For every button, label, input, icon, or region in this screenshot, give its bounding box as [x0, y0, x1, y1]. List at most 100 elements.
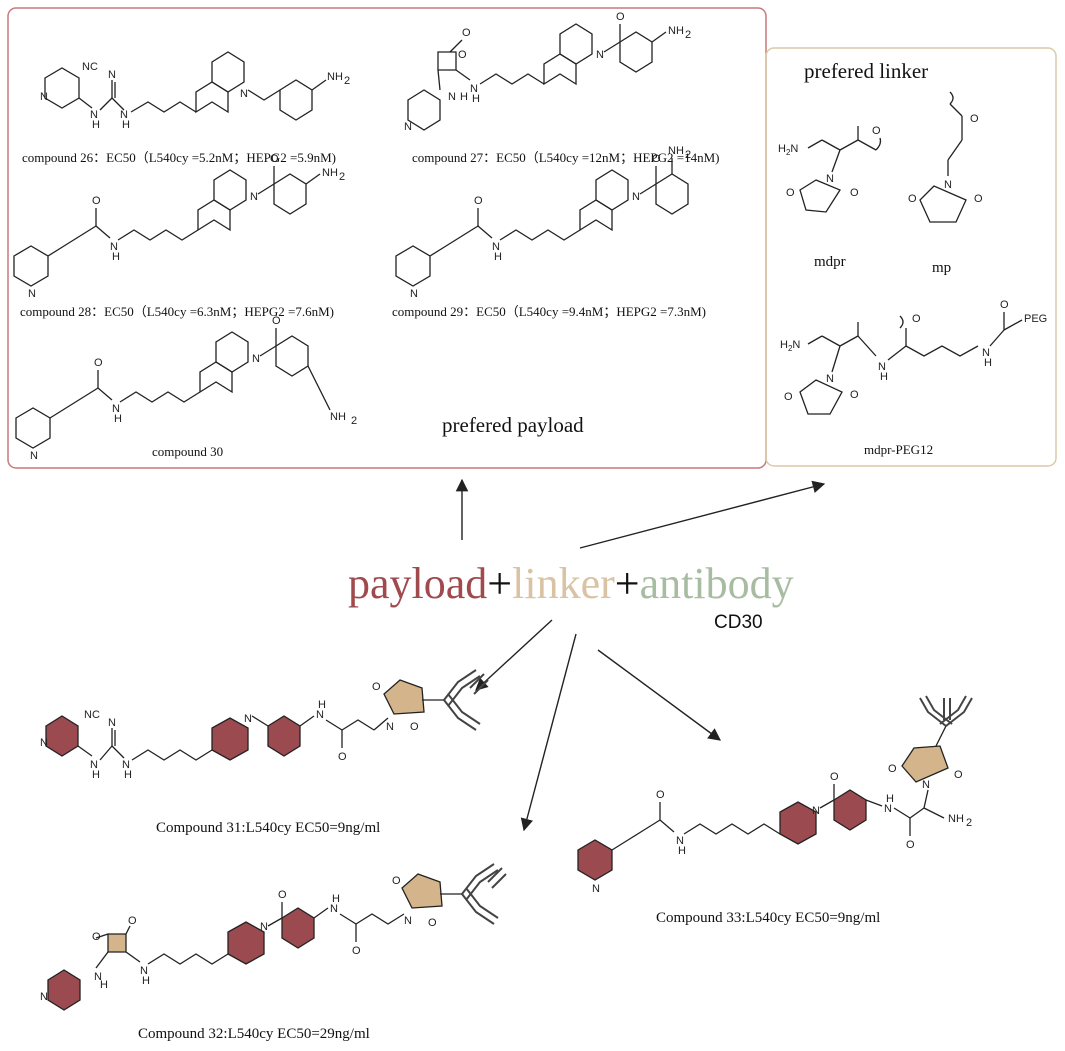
- svg-text:NH: NH: [322, 167, 338, 179]
- compound-28-label: compound 28：EC50（L540cy =6.3nM；HEPG2 =7.…: [20, 304, 334, 320]
- svg-text:N: N: [812, 805, 820, 817]
- mp-structure: O N O O: [908, 91, 983, 223]
- compound-27-label: compound 27：EC50（L540cy =12nM；HEPG2 =14n…: [412, 150, 720, 166]
- svg-text:H: H: [122, 119, 130, 131]
- svg-text:H: H: [880, 371, 888, 383]
- svg-text:2: 2: [344, 75, 350, 87]
- svg-text:N: N: [982, 347, 990, 359]
- svg-text:O: O: [278, 889, 287, 901]
- arrow-to-linker: [579, 480, 826, 549]
- svg-text:N: N: [90, 109, 98, 121]
- svg-text:O: O: [786, 187, 795, 199]
- compound-26-label: compound 26：EC50（L540cy =5.2nM；HEPG2 =5.…: [22, 150, 336, 166]
- svg-text:NH: NH: [948, 813, 964, 825]
- svg-text:H: H: [114, 413, 122, 425]
- svg-text:2: 2: [685, 149, 691, 161]
- svg-text:H: H: [332, 893, 340, 905]
- svg-text:O: O: [908, 193, 917, 205]
- svg-text:O: O: [1000, 299, 1009, 311]
- svg-text:O: O: [462, 27, 471, 39]
- svg-text:N: N: [240, 88, 248, 100]
- svg-text:O: O: [128, 915, 137, 927]
- svg-text:2: 2: [351, 415, 357, 427]
- svg-text:O: O: [872, 125, 881, 137]
- svg-text:NH: NH: [668, 25, 684, 37]
- svg-text:H: H: [886, 793, 894, 805]
- svg-text:H: H: [142, 975, 150, 987]
- svg-text:O: O: [784, 391, 793, 403]
- mdpr-structure: H2N O N O O: [778, 125, 882, 213]
- svg-text:O: O: [428, 917, 437, 929]
- svg-text:N: N: [878, 361, 886, 373]
- arrow-to-compound-32: [520, 633, 577, 832]
- linker-mdpr-label: mdpr: [814, 254, 846, 270]
- plus-1: +: [487, 559, 512, 608]
- svg-text:H: H: [112, 251, 120, 263]
- svg-text:N: N: [410, 288, 418, 300]
- linker-mp-label: mp: [932, 260, 951, 276]
- compound-30-label: compound 30: [152, 444, 223, 459]
- svg-text:N: N: [448, 91, 456, 103]
- svg-text:2: 2: [339, 171, 345, 183]
- svg-text:N: N: [110, 241, 118, 253]
- svg-text:N: N: [386, 721, 394, 733]
- svg-text:H: H: [124, 769, 132, 781]
- linker-mdpr-peg12-label: mdpr-PEG12: [864, 442, 933, 457]
- svg-text:O: O: [272, 315, 281, 327]
- svg-text:NH: NH: [668, 145, 684, 157]
- svg-text:H: H: [984, 357, 992, 369]
- svg-text:H: H: [92, 119, 100, 131]
- svg-text:O: O: [474, 195, 483, 207]
- svg-text:N: N: [108, 717, 116, 729]
- svg-text:N: N: [492, 241, 500, 253]
- svg-text:2: 2: [966, 817, 972, 829]
- svg-text:O: O: [954, 769, 963, 781]
- svg-text:O: O: [656, 789, 665, 801]
- word-antibody: antibody: [640, 559, 794, 608]
- svg-text:2: 2: [685, 29, 691, 41]
- svg-text:N: N: [112, 403, 120, 415]
- svg-text:N: N: [404, 121, 412, 133]
- arrow-to-compound-33: [597, 649, 722, 741]
- svg-text:O: O: [850, 389, 859, 401]
- svg-text:N: N: [108, 69, 116, 81]
- word-linker: linker: [512, 559, 615, 608]
- payload-box-title: prefered payload: [442, 413, 584, 437]
- svg-text:N: N: [884, 803, 892, 815]
- svg-text:N: N: [632, 191, 640, 203]
- linker-box-title: prefered linker: [804, 59, 928, 83]
- svg-text:N: N: [330, 903, 338, 915]
- svg-text:O: O: [372, 681, 381, 693]
- svg-text:O: O: [970, 113, 979, 125]
- svg-text:NH: NH: [330, 411, 346, 423]
- svg-text:O: O: [830, 771, 839, 783]
- svg-text:H2N: H2N: [778, 143, 798, 157]
- svg-text:H: H: [472, 93, 480, 105]
- svg-text:N: N: [140, 965, 148, 977]
- svg-text:N: N: [260, 921, 268, 933]
- svg-text:N: N: [592, 883, 600, 895]
- svg-text:O: O: [652, 153, 661, 165]
- atom-n: N: [40, 91, 48, 103]
- svg-text:N: N: [470, 83, 478, 95]
- target-cd30: CD30: [714, 612, 763, 633]
- compound-31-structure: N NH N NC NH N NH O N O O: [40, 669, 489, 781]
- svg-text:O: O: [92, 931, 101, 943]
- svg-text:O: O: [410, 721, 419, 733]
- svg-text:N: N: [826, 173, 834, 185]
- svg-text:N: N: [244, 713, 252, 725]
- svg-text:O: O: [850, 187, 859, 199]
- svg-text:O: O: [352, 945, 361, 957]
- word-payload: payload: [348, 559, 487, 608]
- svg-text:O: O: [392, 875, 401, 887]
- svg-text:N: N: [28, 288, 36, 300]
- svg-text:N: N: [250, 191, 258, 203]
- svg-text:N: N: [30, 450, 38, 462]
- svg-text:NC: NC: [82, 61, 98, 73]
- svg-text:H: H: [100, 979, 108, 991]
